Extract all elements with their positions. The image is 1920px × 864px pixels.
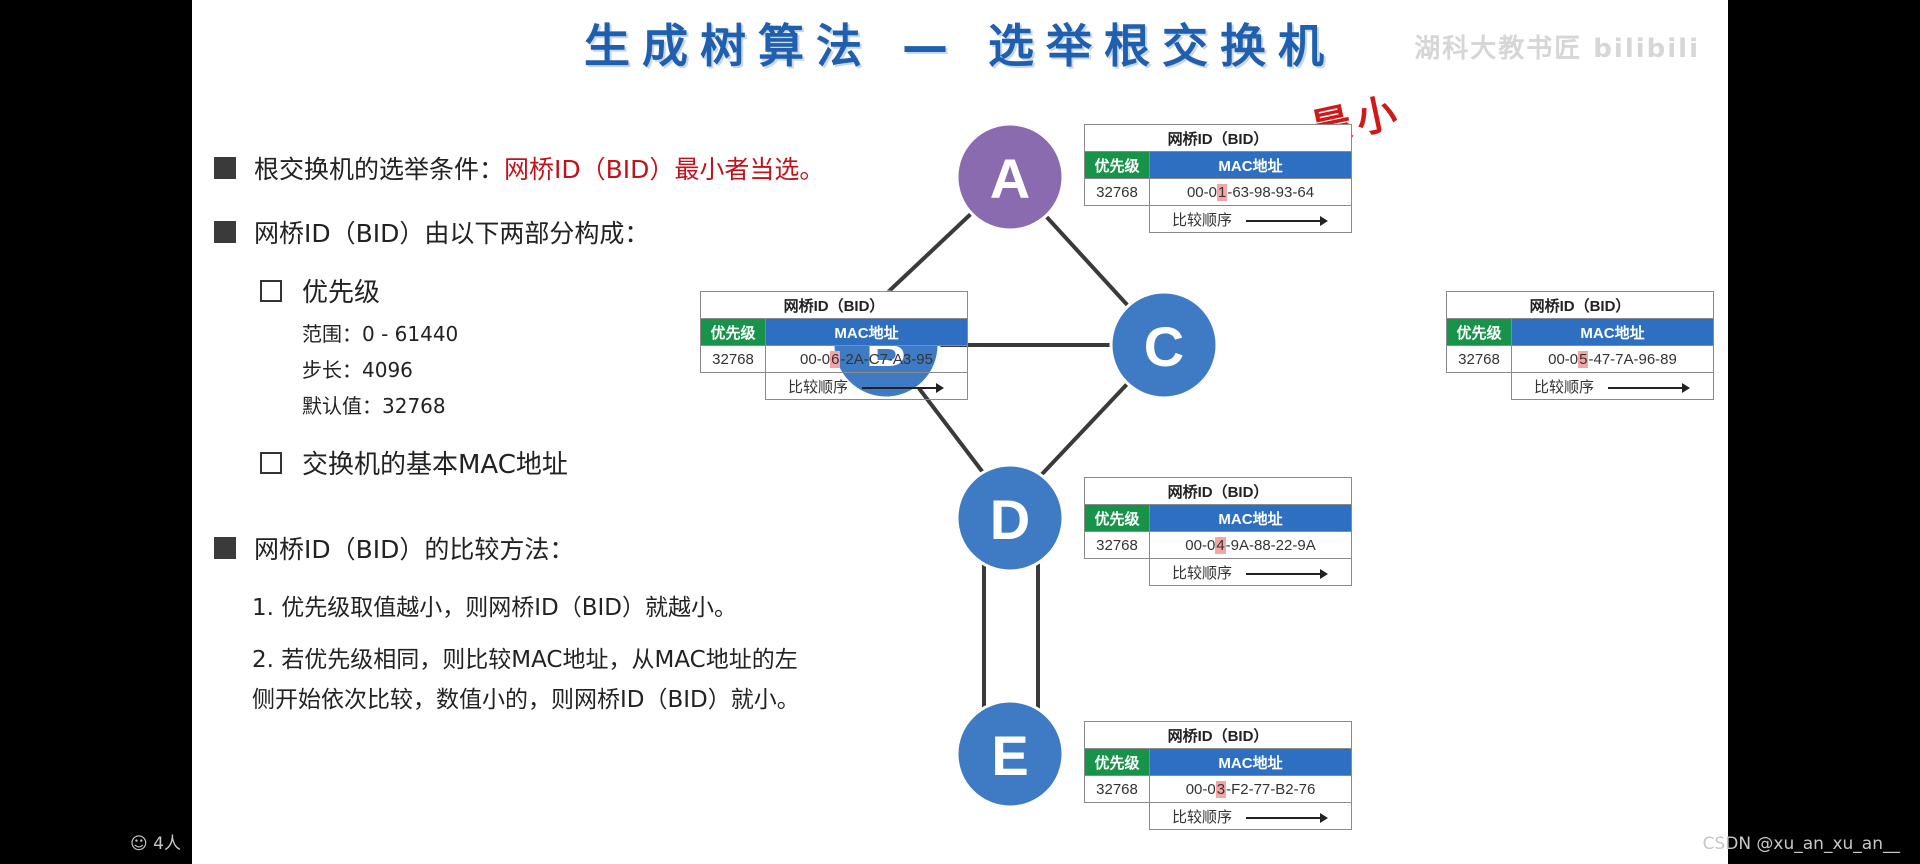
priority-header: 优先级 (700, 318, 766, 346)
compare-order: 比较顺序 (1149, 205, 1352, 233)
sub-text: 优先级 (302, 278, 381, 308)
bullet-compare-method: 网桥ID（BID）的比较方法： (214, 530, 574, 566)
priority-default: 默认值：32768 (302, 394, 446, 418)
node-label-a: A (990, 147, 1030, 210)
bullet-bid-components: 网桥ID（BID）由以下两部分构成： (214, 214, 649, 250)
slide: 生成树算法 — 选举根交换机 湖科大教书匠 bilibili 根交换机的选举条件… (192, 0, 1728, 864)
arrow-right-icon (1246, 568, 1329, 579)
mac-header: MAC地址 (765, 318, 968, 346)
node-d: D (955, 463, 1065, 573)
bullet-text: 根交换机的选举条件： (254, 155, 505, 184)
mac-highlight: 1 (1216, 183, 1228, 201)
node-label-c: C (1144, 315, 1184, 378)
mac-highlight: 5 (1578, 350, 1589, 368)
csdn-watermark: CSDN @xu_an_xu_an__ (1702, 834, 1900, 854)
sub-mac: 交换机的基本MAC地址 (260, 444, 568, 481)
priority-range: 范围：0 - 61440 (302, 322, 459, 346)
sub-priority: 优先级 (260, 272, 380, 309)
viewer-count-text: 4人 (153, 834, 181, 854)
node-e: E (955, 699, 1065, 809)
bullet-text: 网桥ID（BID）由以下两部分构成： (254, 219, 650, 248)
compare-order: 比较顺序 (1511, 372, 1714, 400)
priority-value: 32768 (1084, 178, 1150, 206)
mac-value: 00-06-2A-C7-A3-95 (765, 345, 968, 373)
arrow-right-icon (1246, 215, 1329, 226)
bid-head: 网桥ID（BID） (1446, 291, 1714, 319)
square-bullet-icon (214, 537, 236, 559)
checkbox-icon (260, 279, 282, 302)
priority-value: 32768 (1446, 345, 1512, 373)
rule-2-line-2: 侧开始依次比较，数值小的，则网桥ID（BID）就小。 (252, 687, 800, 713)
priority-value: 32768 (1084, 775, 1150, 803)
watermark: 湖科大教书匠 bilibili (1414, 34, 1700, 64)
arrow-right-icon (1608, 382, 1691, 393)
bullet-highlight: 网桥ID（BID）最小者当选。 (504, 155, 825, 184)
arrow-right-icon (862, 382, 945, 393)
node-label-d: D (990, 488, 1030, 551)
bullet-election-condition: 根交换机的选举条件：网桥ID（BID）最小者当选。 (214, 150, 824, 186)
priority-value: 32768 (1084, 531, 1150, 559)
bid-head: 网桥ID（BID） (700, 291, 968, 319)
square-bullet-icon (214, 221, 236, 243)
mac-highlight: 6 (830, 350, 841, 368)
mac-value: 00-04-9A-88-22-9A (1149, 531, 1352, 559)
mac-highlight: 4 (1215, 536, 1226, 554)
mac-header: MAC地址 (1149, 151, 1352, 179)
node-a: A (955, 122, 1065, 232)
priority-header: 优先级 (1446, 318, 1512, 346)
priority-header: 优先级 (1084, 151, 1150, 179)
viewer-count: ☺ 4人 (130, 829, 181, 854)
mac-header: MAC地址 (1149, 504, 1352, 532)
mac-value: 00-05-47-7A-96-89 (1511, 345, 1714, 373)
checkbox-icon (260, 451, 282, 474)
mac-value: 00-01-63-98-93-64 (1149, 178, 1352, 206)
rule-2-line-1: 2. 若优先级相同，则比较MAC地址，从MAC地址的左 (252, 647, 798, 673)
node-c: C (1109, 290, 1219, 400)
bid-head: 网桥ID（BID） (1084, 721, 1352, 749)
priority-value: 32768 (700, 345, 766, 373)
priority-step: 步长：4096 (302, 358, 413, 382)
priority-header: 优先级 (1084, 504, 1150, 532)
topology-diagram: A B C D E (831, 122, 1219, 809)
node-label-e: E (991, 724, 1028, 787)
slide-title: 生成树算法 — 选举根交换机 (583, 19, 1337, 73)
rule-1: 1. 优先级取值越小，则网桥ID（BID）就越小。 (252, 595, 738, 621)
compare-order: 比较顺序 (765, 372, 968, 400)
mac-header: MAC地址 (1511, 318, 1714, 346)
compare-order: 比较顺序 (1149, 802, 1352, 830)
viewers-icon: ☺ (130, 834, 148, 854)
priority-header: 优先级 (1084, 748, 1150, 776)
mac-value: 00-03-F2-77-B2-76 (1149, 775, 1352, 803)
arrow-right-icon (1246, 812, 1329, 823)
bullet-text: 网桥ID（BID）的比较方法： (254, 535, 575, 564)
square-bullet-icon (214, 157, 236, 179)
compare-order: 比较顺序 (1149, 558, 1352, 586)
bid-head: 网桥ID（BID） (1084, 124, 1352, 152)
mac-header: MAC地址 (1149, 748, 1352, 776)
sub-text: 交换机的基本MAC地址 (302, 450, 568, 480)
mac-highlight: 3 (1215, 780, 1227, 798)
bid-head: 网桥ID（BID） (1084, 477, 1352, 505)
